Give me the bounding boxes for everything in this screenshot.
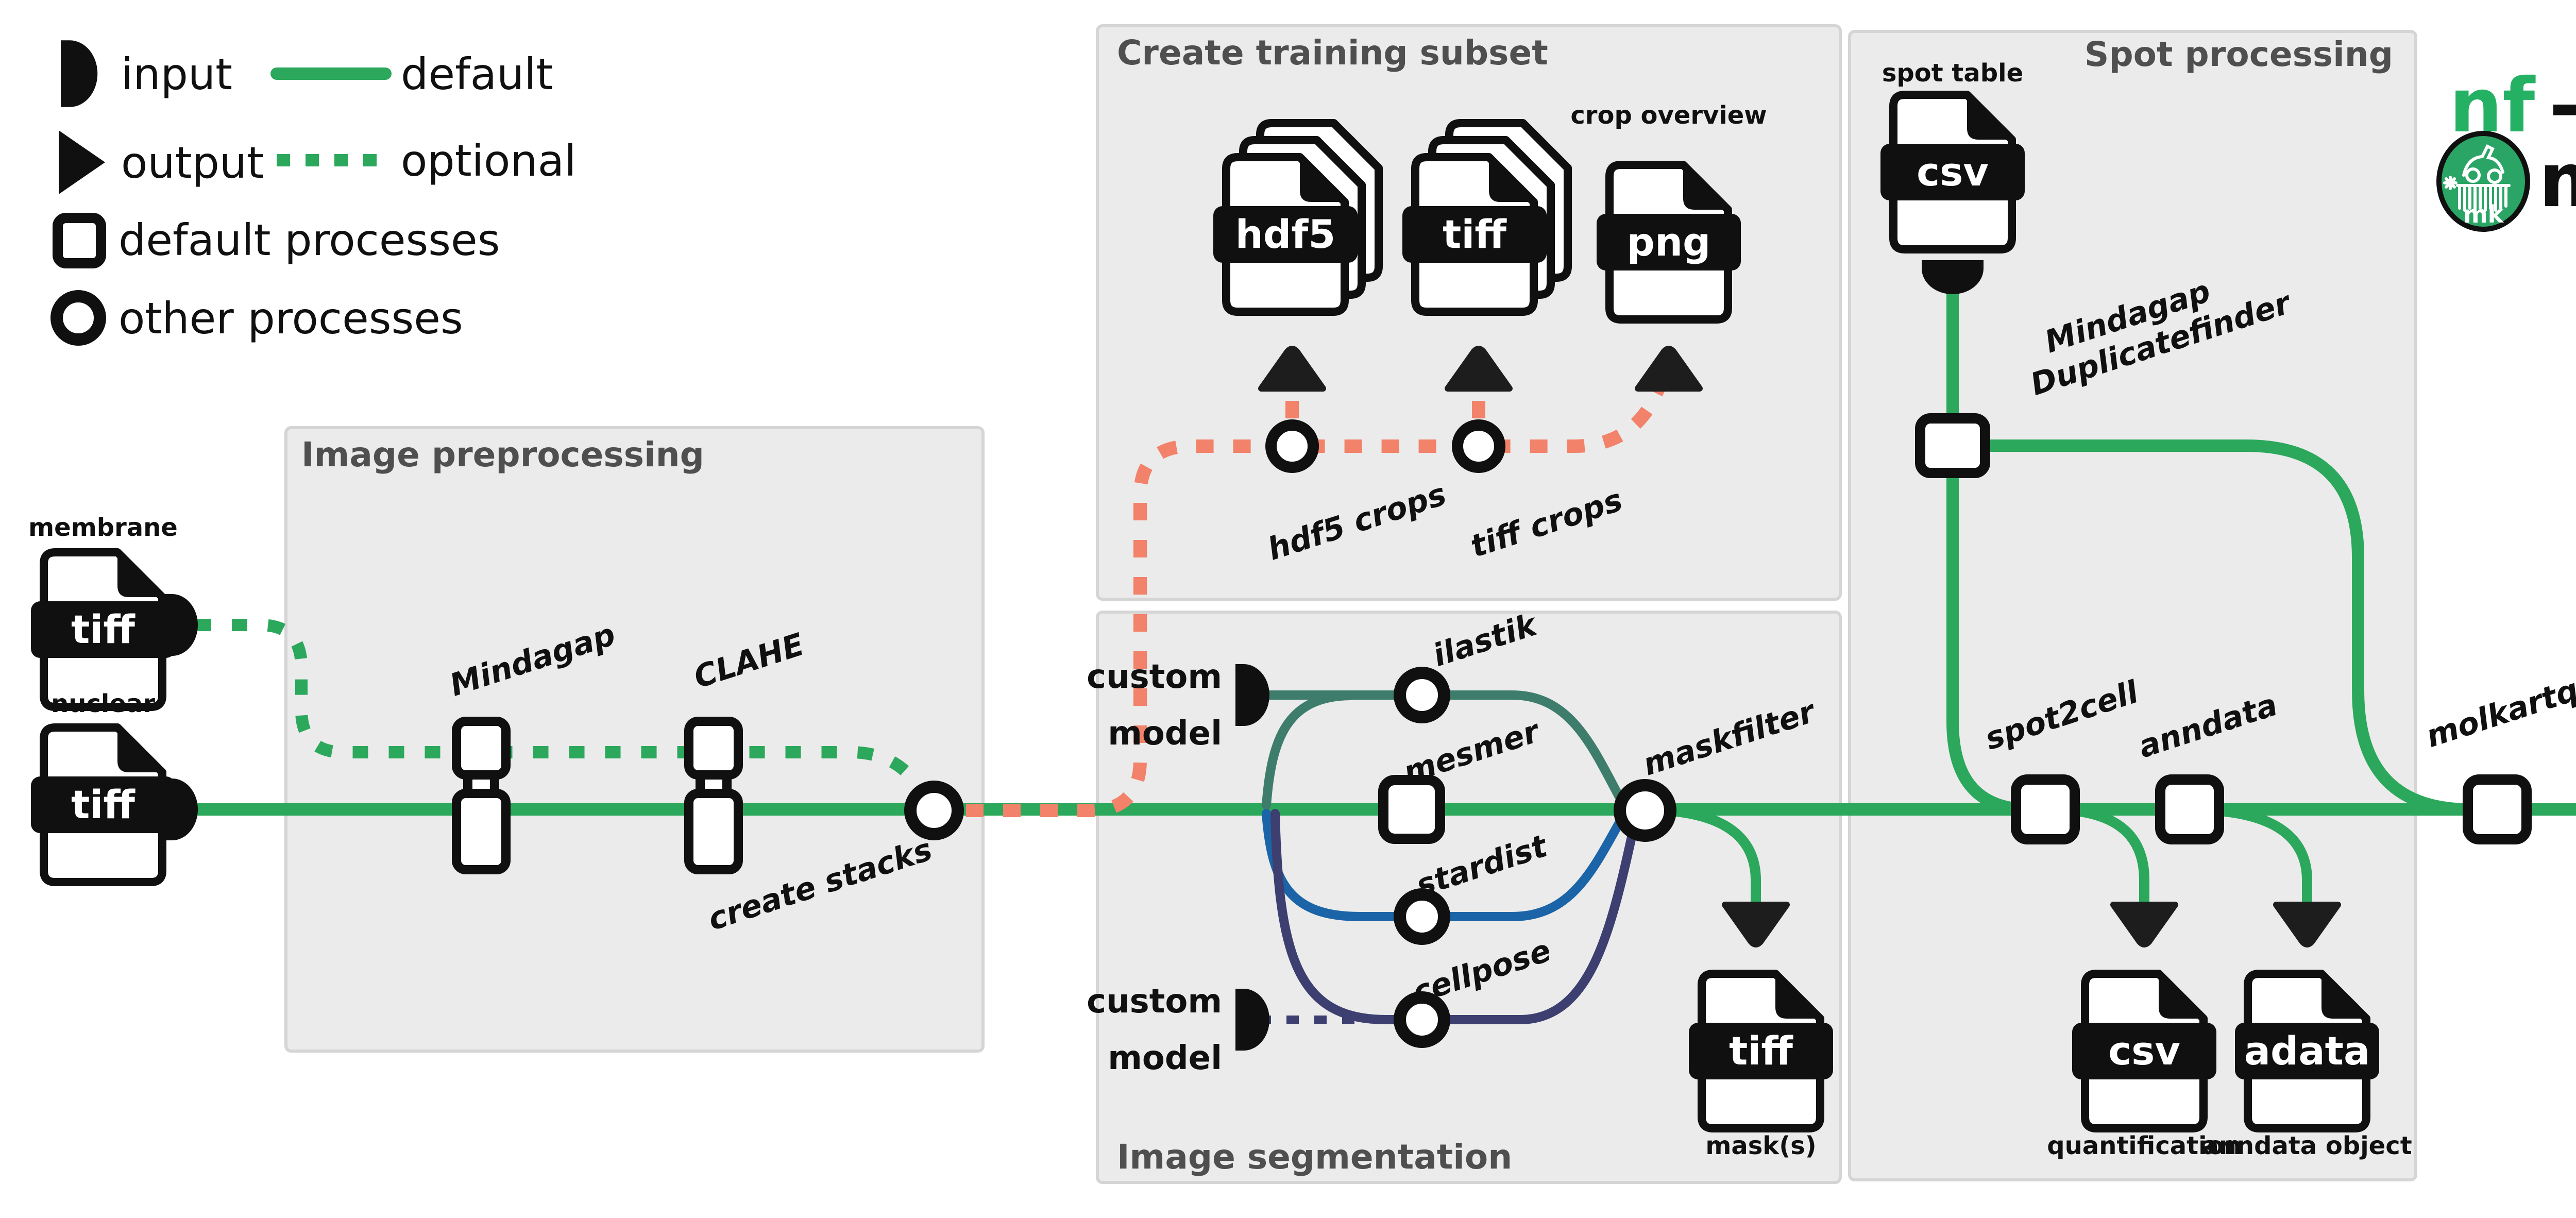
file-ext-adata: adata <box>2244 1028 2370 1074</box>
file-membrane-tiff: tiff <box>31 552 175 707</box>
label-quantification: quantification <box>2047 1131 2241 1160</box>
process-node-cellpose <box>1394 991 1450 1048</box>
label-anndata-object: anndata object <box>2202 1131 2412 1160</box>
process-node-hdf5-crops <box>1265 419 1319 473</box>
process-node-mindagap-duplicatefinder <box>1915 413 1990 478</box>
file-png-crop-overview: png <box>1597 165 1741 319</box>
file-ext-quantification: csv <box>2108 1028 2180 1074</box>
process-node-create-stacks <box>904 781 964 840</box>
label-nuclear: nuclear <box>51 689 155 718</box>
process-node-maskfilter <box>1614 779 1676 842</box>
label-crop-overview: crop overview <box>1570 101 1767 130</box>
legend-other-process-icon <box>50 290 106 346</box>
file-ext-hdf5: hdf5 <box>1235 211 1335 257</box>
logo-molkart: molkart <box>2539 137 2576 224</box>
process-node-tiff-crops <box>1452 419 1505 473</box>
file-ext-tiff-crops: tiff <box>1443 211 1507 257</box>
process-node-clahe <box>689 721 738 870</box>
label-custom-model-top-1: custom <box>1087 658 1222 696</box>
nf-core-molkart-logo: nf -core/ mk molkart <box>2436 62 2576 232</box>
panel-title-segmentation: Image segmentation <box>1117 1137 1512 1177</box>
molkart-badge-icon: mk <box>2436 131 2530 232</box>
file-quantification-csv: csv <box>2072 974 2216 1128</box>
panel-title-spot: Spot processing <box>2084 35 2393 74</box>
panel-spot-processing <box>1848 30 2417 1181</box>
flow-ilastik-lane <box>1254 690 1626 806</box>
panel-image-preprocessing <box>284 426 985 1053</box>
flow-spot-table-line <box>1946 282 2036 816</box>
flow-masks-output-branch <box>1667 806 1761 908</box>
process-node-molkartqc <box>2463 774 2532 844</box>
file-nuclear-tiff: tiff <box>31 728 175 882</box>
file-hdf5-stack: hdf5 <box>1213 123 1379 312</box>
file-ext-membrane: tiff <box>71 606 135 652</box>
label-membrane: membrane <box>28 513 178 542</box>
process-node-stardist <box>1394 888 1450 945</box>
label-molkartqc: molkartqc <box>2422 666 2576 755</box>
file-ext-nuclear: tiff <box>71 782 135 827</box>
file-anndata-object: adata <box>2235 974 2379 1128</box>
flow-duplicatefinder-bypass-line <box>1977 439 2484 816</box>
legend-default-processes-label: default processes <box>118 215 500 265</box>
legend-input-label: input <box>121 49 232 99</box>
flow-membrane-optional-line <box>196 619 934 805</box>
label-masks: mask(s) <box>1705 1131 1816 1160</box>
panel-title-training: Create training subset <box>1117 33 1548 73</box>
legend-default-process-icon <box>53 213 106 268</box>
label-custom-model-top-2: model <box>1108 715 1222 753</box>
file-tiff-stack: tiff <box>1402 123 1568 312</box>
flow-anndata-output-branch <box>2215 806 2312 908</box>
label-custom-model-bottom-2: model <box>1108 1039 1222 1077</box>
file-ext-png: png <box>1627 219 1711 265</box>
process-node-spot2cell <box>2011 774 2080 844</box>
label-custom-model-bottom-1: custom <box>1087 983 1222 1021</box>
legend-input-icon <box>61 40 98 107</box>
flow-cellpose-lane <box>1270 809 1639 1024</box>
file-ext-masks: tiff <box>1729 1028 1793 1074</box>
process-node-anndata <box>2155 774 2224 844</box>
legend-output-icon <box>59 130 105 194</box>
file-spot-table-csv: csv <box>1880 95 2025 249</box>
flow-quantification-output-branch <box>2071 806 2149 908</box>
logo-badge-mk: mk <box>2463 200 2504 228</box>
legend-default-label: default <box>401 49 553 99</box>
logo-core: -core/ <box>2549 62 2576 149</box>
legend: input output default optional default pr… <box>50 40 576 346</box>
process-node-mesmer <box>1378 775 1445 844</box>
process-node-mindagap <box>456 721 506 870</box>
legend-output-label: output <box>121 138 264 188</box>
legend-optional-label: optional <box>401 136 576 186</box>
process-node-ilastik <box>1394 667 1450 723</box>
label-spot-table: spot table <box>1882 59 2023 88</box>
panel-title-preprocessing: Image preprocessing <box>301 435 704 475</box>
file-masks-tiff: tiff <box>1689 974 1833 1128</box>
flow-ilastik-riser <box>1262 691 1354 810</box>
panel-image-segmentation <box>1096 611 1842 1184</box>
legend-other-processes-label: other processes <box>118 293 463 344</box>
file-ext-spot-table: csv <box>1917 149 1989 195</box>
